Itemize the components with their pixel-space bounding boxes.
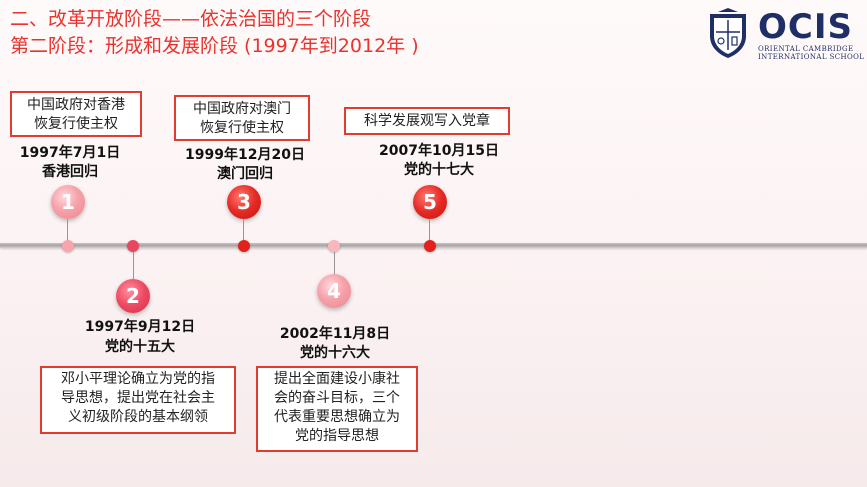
milestone-1-stem <box>67 219 68 241</box>
school-logo: OCIS ORIENTAL CAMBRIDGE INTERNATIONAL SC… <box>706 7 864 61</box>
milestone-3-note: 中国政府对澳门 恢复行使主权 <box>174 95 310 141</box>
milestone-5-dot <box>424 240 436 252</box>
milestone-4-note: 提出全面建设小康社 会的奋斗目标，三个 代表重要思想确立为 党的指导思想 <box>256 366 418 452</box>
logo-subtitle-line2: INTERNATIONAL SCHOOL <box>758 53 865 61</box>
milestone-1-dot <box>62 240 74 252</box>
milestone-3-stem <box>243 219 244 241</box>
milestone-3-date: 1999年12月20日 <box>185 147 305 163</box>
milestone-4-marker: 4 <box>317 274 351 308</box>
milestone-5-event: 党的十七大 <box>404 162 474 178</box>
slide-title: 二、改革开放阶段——依法治国的三个阶段 <box>10 8 372 30</box>
milestone-2-marker: 2 <box>116 279 150 313</box>
milestone-2-dot <box>127 240 139 252</box>
milestone-1-marker: 1 <box>51 185 85 219</box>
milestone-5-note: 科学发展观写入党章 <box>344 107 510 135</box>
milestone-1-event: 香港回归 <box>42 164 98 180</box>
milestone-3-event: 澳门回归 <box>217 166 273 182</box>
milestone-1-date: 1997年7月1日 <box>19 145 121 161</box>
milestone-5-stem <box>429 219 430 241</box>
milestone-1-note: 中国政府对香港 恢复行使主权 <box>10 91 142 137</box>
shield-icon <box>710 8 746 58</box>
milestone-5-date: 2007年10月15日 <box>379 143 499 159</box>
slide-subtitle: 第二阶段：形成和发展阶段 (1997年到2012年 ) <box>10 35 419 57</box>
milestone-2-event: 党的十五大 <box>105 339 175 355</box>
milestone-2-stem <box>133 252 134 279</box>
logo-subtitle-line1: ORIENTAL CAMBRIDGE <box>758 45 854 53</box>
milestone-4-date: 2002年11月8日 <box>279 326 391 342</box>
milestone-5-marker: 5 <box>413 185 447 219</box>
milestone-4-stem <box>334 252 335 274</box>
milestone-2-date: 1997年9月12日 <box>84 319 196 335</box>
milestone-4-dot <box>328 240 340 252</box>
milestone-2-note: 邓小平理论确立为党的指 导思想，提出党在社会主 义初级阶段的基本纲领 <box>40 366 236 434</box>
milestone-3-dot <box>238 240 250 252</box>
logo-wordmark: OCIS <box>758 7 853 47</box>
milestone-4-event: 党的十六大 <box>300 345 370 361</box>
milestone-3-marker: 3 <box>227 185 261 219</box>
